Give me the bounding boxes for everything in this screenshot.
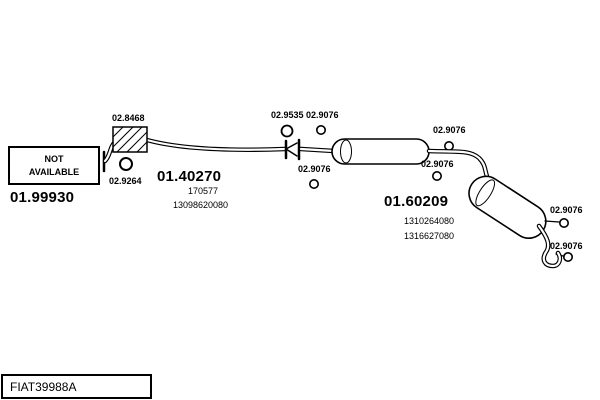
clamp-ring-shape: [119, 157, 133, 171]
label-clamp-ring: 02.9264: [109, 176, 142, 186]
rear-muffler-shape: [468, 175, 547, 239]
mounting-ring-rear-bottom-shape: [562, 252, 573, 263]
oe-ref-rear-1: 1310264080: [404, 216, 455, 226]
not-available-box: NOT AVAILABLE: [8, 146, 100, 185]
gasket-ring-shape: [280, 124, 294, 138]
mounting-ring-front-shape: [315, 125, 326, 136]
drawing-code-box: FIAT39988A: [1, 374, 152, 399]
mid-rear-pipe-fill: [427, 149, 491, 183]
part-number-front-section: 01.99930: [10, 189, 75, 206]
mid-rear-pipe: [426, 148, 492, 184]
label-mounting-ring-mid-top: 02.9076: [433, 125, 466, 135]
label-mounting-ring-front: 02.9076: [306, 110, 339, 120]
oe-ref-rear-2: 1316627080: [404, 231, 455, 241]
mounting-ring-mid-bottom-shape: [431, 171, 442, 182]
tailpipe: [536, 223, 563, 269]
not-available-line2: AVAILABLE: [28, 166, 80, 177]
flange-joint-shape: [284, 138, 301, 161]
rear-muffler-body: [468, 175, 547, 239]
front-pipe-run-fill: [145, 138, 287, 151]
flex-coupling-hatch: [112, 126, 148, 153]
label-mounting-ring-mid-bottom: 02.9076: [421, 159, 454, 169]
middle-muffler-body: [331, 138, 430, 165]
tailpipe-fill: [537, 224, 561, 268]
intermediate-pipe-fill: [299, 147, 336, 153]
part-number-center-section: 01.40270: [157, 168, 222, 185]
label-flex-coupling: 02.8468: [112, 113, 145, 123]
flange-fork: [285, 142, 298, 157]
mounting-ring-rear-top-shape: [558, 218, 569, 229]
hanger-rod-top: [544, 220, 560, 223]
oe-ref-center-1: 170577: [188, 186, 219, 196]
intermediate-pipe: [298, 146, 337, 154]
rear-muffler-end-cap: [475, 179, 496, 207]
part-number-rear-section: 01.60209: [384, 193, 449, 210]
label-mounting-ring-rear-top: 02.9076: [550, 205, 583, 215]
drawing-code: FIAT39988A: [10, 379, 77, 394]
mounting-ring-flange-shape: [308, 179, 319, 190]
middle-muffler-shape: [331, 138, 430, 165]
mounting-ring-mid-top-shape: [443, 141, 454, 152]
label-gasket-ring: 02.9535: [271, 110, 304, 120]
middle-muffler-end-cap: [340, 139, 352, 164]
oe-ref-center-2: 13098620080: [173, 200, 229, 210]
flex-coupling-shape: [112, 126, 148, 153]
label-mounting-ring-flange: 02.9076: [298, 164, 331, 174]
not-available-line1: NOT: [44, 154, 64, 165]
label-mounting-ring-rear-bottom: 02.9076: [550, 241, 583, 251]
